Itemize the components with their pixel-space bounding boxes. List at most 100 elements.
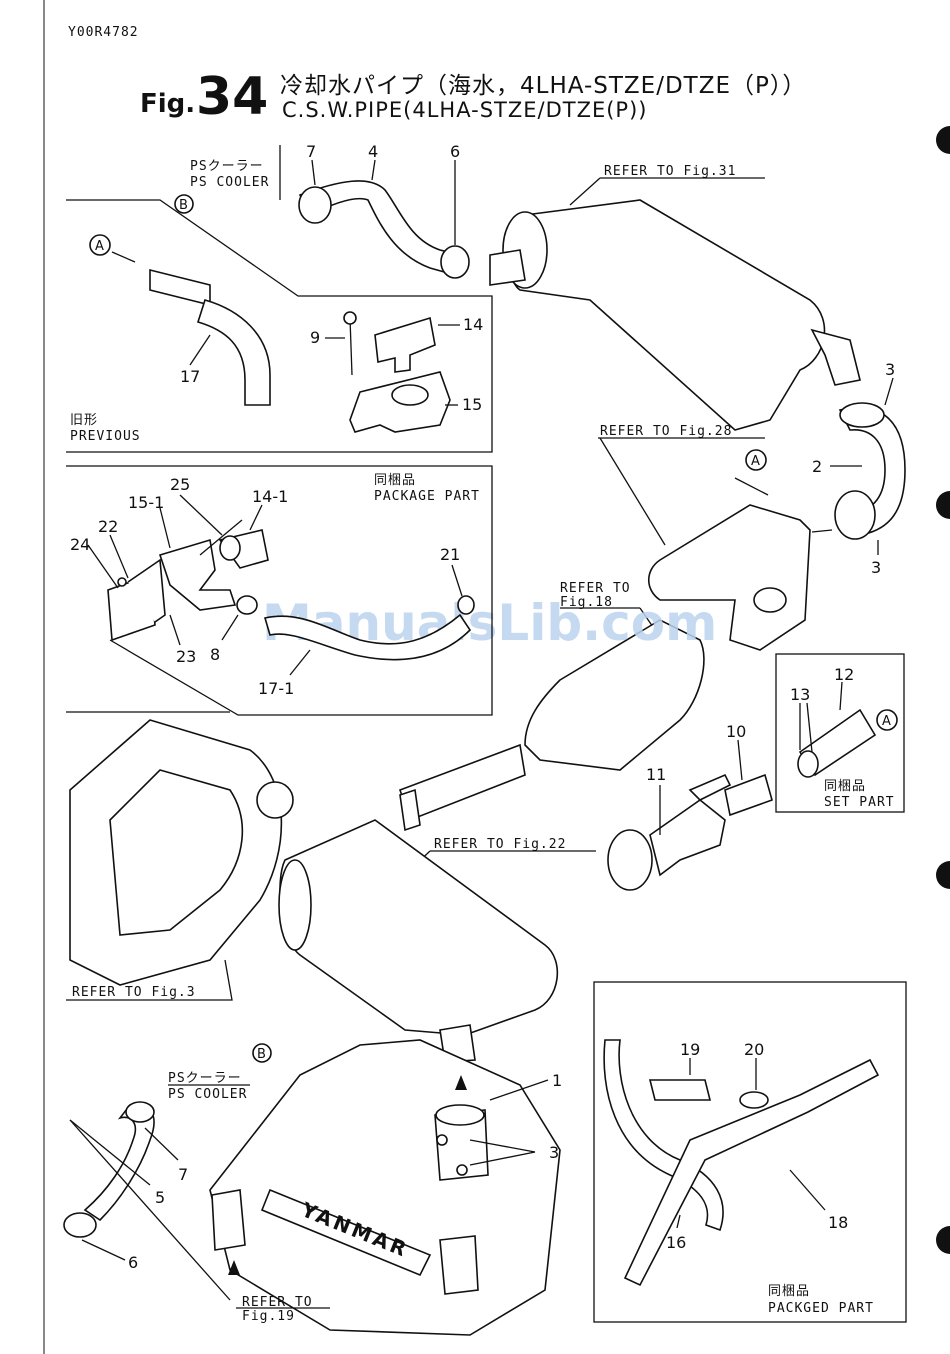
fig-label: Fig. (140, 89, 195, 119)
fig18-pipes: REFER TO Fig.18 (398, 581, 705, 832)
circle-a-marker-2: A (751, 454, 760, 469)
pipe-17-straight (149, 268, 211, 307)
part-14-label: 14 (463, 315, 483, 334)
circle-a-letter: A (95, 239, 104, 254)
seacock-assembly: 10 11 (607, 722, 773, 891)
package-en-label: PACKAGE PART (374, 489, 480, 504)
fig3-flywheel-housing: REFER TO Fig.3 (66, 711, 294, 1001)
part-23-label: 23 (176, 647, 196, 666)
hose-17-1 (263, 613, 472, 661)
fig-number: 34 (196, 67, 268, 127)
part-4-label: 4 (368, 142, 378, 161)
packged-jp-label: 同梱品 (768, 1284, 810, 1299)
part-25-label: 25 (170, 475, 190, 494)
cooler-outlet (810, 328, 861, 386)
part-6-label: 6 (450, 142, 460, 161)
clamp-6-lower (63, 1212, 97, 1238)
part-9-label: 9 (310, 328, 320, 347)
fig28-manifold: REFER TO Fig.28 A (598, 424, 811, 651)
part-3-engine-label: 3 (549, 1143, 559, 1162)
pipe-17-elbow (196, 299, 271, 406)
hose-18 (623, 1058, 880, 1287)
packged-part-panel: 19 20 16 18 同梱品 PACKGED PART (593, 981, 907, 1323)
set-en-label: SET PART (824, 795, 895, 810)
bolt-9 (349, 317, 353, 376)
oring-13 (797, 750, 819, 778)
cooler-body (508, 199, 826, 431)
fig22-heat-exchanger: REFER TO Fig.22 (278, 819, 596, 1063)
part-2-label: 2 (812, 457, 822, 476)
valve-11 (649, 799, 726, 877)
set-part-panel: 12 13 A 同梱品 SET PART (775, 653, 905, 813)
top-hose-assembly: 7 4 6 (298, 142, 470, 279)
flow-arrow (111, 251, 136, 263)
previous-en-label: PREVIOUS (70, 429, 141, 444)
set-part-box (775, 653, 905, 813)
refer-fig3-label: REFER TO Fig.3 (72, 985, 196, 1000)
binder-holes (936, 126, 950, 1254)
right-hose-assembly: 3 2 3 (811, 360, 906, 577)
part-18-label: 18 (828, 1213, 848, 1232)
part-3-bottom-label: 3 (871, 558, 881, 577)
part-22-label: 22 (98, 517, 118, 536)
circle-b-marker-2: B (257, 1047, 266, 1062)
refer-fig19-line1: REFER TO (242, 1295, 313, 1310)
clamp-7-lower (125, 1101, 155, 1123)
part-1-label: 1 (552, 1071, 562, 1090)
ps-cooler-jp-label: PSクーラー (190, 159, 264, 174)
part-15-label: 15 (462, 395, 482, 414)
strainer-plate (607, 829, 653, 891)
bolt-25 (199, 519, 243, 556)
hose-5 (83, 1103, 155, 1222)
previous-jp-label: 旧形 (70, 413, 98, 428)
part-16-label: 16 (666, 1233, 686, 1252)
part-15-1-label: 15-1 (128, 493, 164, 512)
refer-fig19-line2: Fig.19 (242, 1309, 295, 1324)
clamp-20 (739, 1091, 769, 1109)
part-21-label: 21 (440, 545, 460, 564)
exchanger-body (279, 819, 559, 1036)
circle-a-marker-3: A (882, 714, 891, 729)
title-japanese: 冷却水パイプ（海水，4LHA-STZE/DTZE（P）） (280, 73, 806, 99)
document-code: Y00R4782 (68, 25, 139, 40)
part-7-label: 7 (306, 142, 316, 161)
engine-block (209, 1039, 561, 1336)
ps-cooler-en-label: PS COOLER (190, 175, 269, 190)
clamp-3-bottom (834, 490, 876, 540)
fig31-cooler: REFER TO Fig.31 (489, 164, 861, 431)
clamp-8 (236, 595, 258, 615)
refer-fig18-line2: Fig.18 (560, 595, 613, 610)
package-jp-label: 同梱品 (374, 473, 416, 488)
previous-version-panel: PSクーラー PS COOLER B A 17 9 14 15 旧形 PREVI… (66, 145, 493, 453)
circle-b-letter: B (179, 198, 188, 213)
part-24-label: 24 (70, 535, 90, 554)
circle-a-marker (89, 234, 111, 256)
engine-assembly: YANMAR 1 3 (209, 1039, 562, 1336)
refer-fig31-label: REFER TO Fig.31 (604, 164, 736, 179)
clamp-6 (440, 245, 470, 279)
circle-b-marker (174, 194, 194, 214)
part-8-label: 8 (210, 645, 220, 664)
title-english: C.S.W.PIPE(4LHA-STZE/DTZE(P)) (282, 98, 647, 122)
clamp-3-top (839, 402, 885, 428)
part-6-lower-label: 6 (128, 1253, 138, 1272)
ps-cooler-en-label-2: PS COOLER (168, 1087, 247, 1102)
part-3-top-label: 3 (885, 360, 895, 379)
part-20-label: 20 (744, 1040, 764, 1059)
part-5-label: 5 (155, 1188, 165, 1207)
fitting-10 (724, 773, 773, 817)
set-jp-label: 同梱品 (824, 779, 866, 794)
refer-fig18-line1: REFER TO (560, 581, 631, 596)
ps-cooler-jp-label-2: PSクーラー (168, 1071, 242, 1086)
bottom-left-hose-assembly: PSクーラー PS COOLER B 7 5 6 REFER TO Fig.19 (63, 1043, 330, 1324)
part-15-1 (158, 538, 237, 611)
packged-en-label: PACKGED PART (768, 1301, 874, 1316)
part-13-label: 13 (790, 685, 810, 704)
refer-fig22-label: REFER TO Fig.22 (434, 837, 566, 852)
long-pipe (398, 743, 526, 822)
part-14-1-label: 14-1 (252, 487, 288, 506)
part-12-label: 12 (834, 665, 854, 684)
part-17-label: 17 (180, 367, 200, 386)
